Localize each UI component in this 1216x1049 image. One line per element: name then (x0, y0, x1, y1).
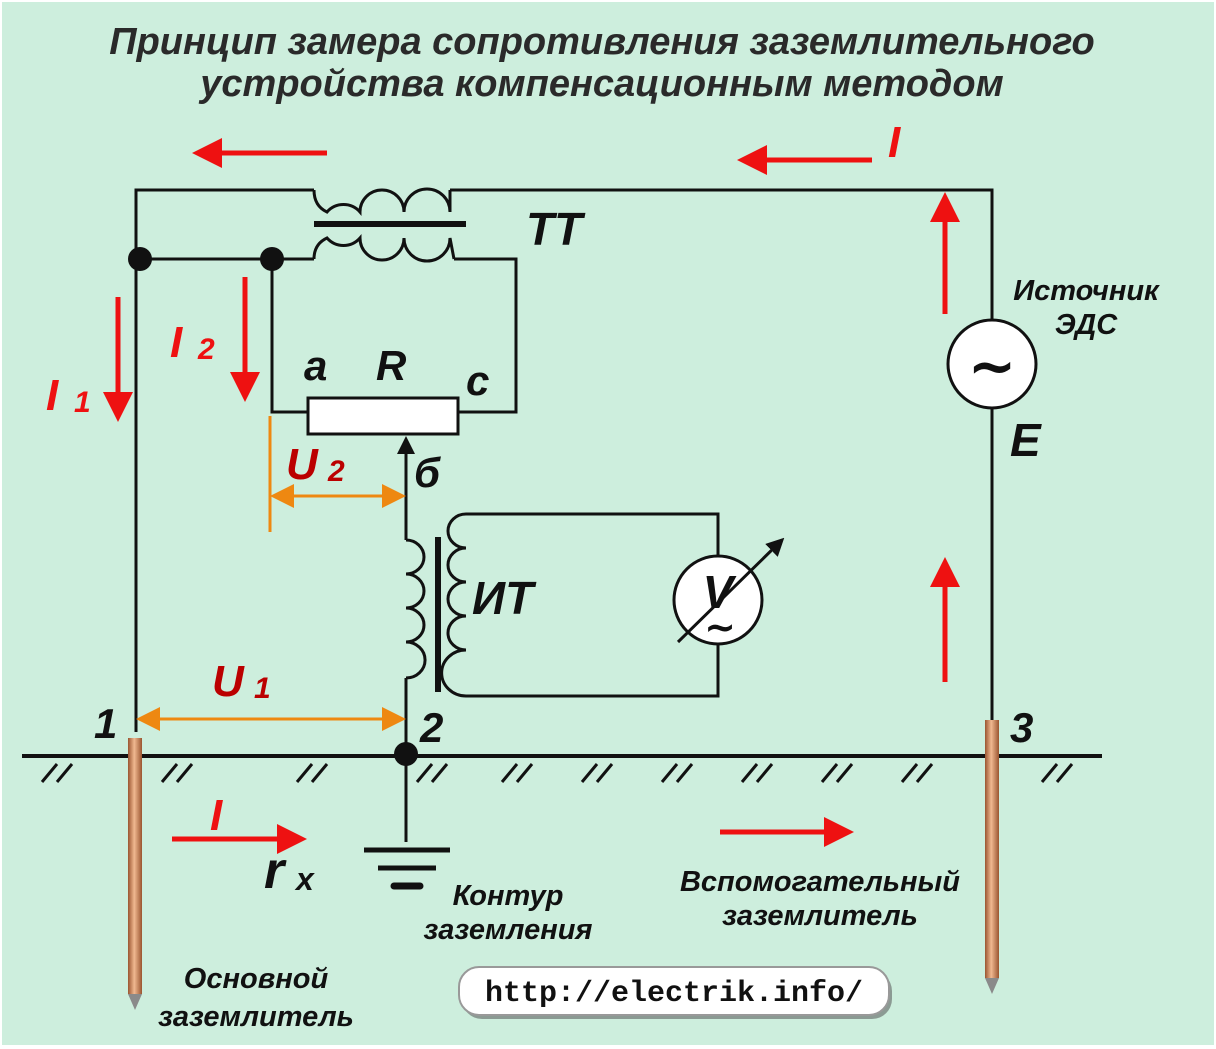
url-link-text[interactable]: http://electrik.info/ (485, 977, 863, 1011)
ground-loop-label-line-1: Контур (453, 880, 564, 912)
junction-dot-left (128, 247, 152, 271)
node-a-label: a (304, 342, 327, 389)
point-3-label: 3 (1010, 704, 1033, 751)
url-badge[interactable]: http://electrik.info/ (458, 966, 892, 1019)
source-label-line-1: Источник (1013, 275, 1160, 307)
junction-dot-ground (394, 742, 418, 766)
resistor-label: R (376, 342, 407, 389)
main-electrode-rod (128, 738, 142, 1010)
ground-hatching (40, 763, 1074, 783)
emf-source-circle (946, 318, 1038, 410)
title-line-2: устройства компенсационным методом (198, 63, 1003, 105)
aux-electrode-rod (985, 720, 999, 994)
voltage-u2-subscript: 2 (327, 455, 345, 488)
current-i-top-label: I (888, 118, 901, 167)
junction-dot-right (260, 247, 284, 271)
emf-e-label: E (1010, 414, 1042, 466)
title-line-1: Принцип замера сопротивления заземлитель… (109, 21, 1095, 63)
voltage-u1-label: U (212, 657, 245, 706)
aux-electrode-label-line-2: заземлитель (722, 900, 918, 932)
voltage-u1-subscript: 1 (254, 672, 271, 705)
emf-source-symbol: ~ (968, 332, 1017, 400)
top-main-wire (450, 188, 994, 324)
voltmeter-tilde-label: ~ (704, 605, 736, 649)
left-main-wire (134, 188, 314, 732)
resistor-right-wire (454, 257, 518, 414)
resistor-r (306, 396, 460, 436)
ground-loop-label-line-2: заземления (423, 914, 592, 946)
voltmeter-top-wire (466, 512, 720, 568)
voltage-u2-label: U (286, 440, 319, 489)
resistor-left-wire (270, 259, 308, 414)
it-label: ИТ (472, 572, 537, 624)
current-i2-label: I (170, 318, 183, 367)
point-2-label: 2 (419, 704, 443, 751)
node-c-label: c (466, 357, 489, 404)
voltmeter-symbol (672, 537, 785, 646)
current-i1-label: I (46, 371, 59, 420)
voltmeter-v-label: V (703, 566, 737, 618)
node-b-label: б (414, 449, 441, 496)
current-i2-subscript: 2 (197, 333, 215, 366)
rx-label: r (264, 842, 287, 900)
current-i-bottom-label: I (210, 791, 223, 840)
measuring-transformer-symbol (405, 512, 467, 698)
source-label-line-2: ЭДС (1055, 309, 1118, 341)
main-electrode-label-line-2: заземлитель (158, 1001, 354, 1033)
aux-electrode-label-line-1: Вспомогательный (680, 866, 960, 898)
current-transformer-symbol (312, 187, 466, 263)
voltmeter-bottom-wire (466, 642, 720, 698)
point-1-label: 1 (94, 700, 117, 747)
rx-subscript: x (294, 861, 315, 897)
ground-symbol (364, 847, 450, 890)
tt-label: ТТ (526, 203, 586, 255)
main-electrode-label-line-1: Основной (184, 963, 329, 995)
current-i1-subscript: 1 (74, 386, 91, 419)
